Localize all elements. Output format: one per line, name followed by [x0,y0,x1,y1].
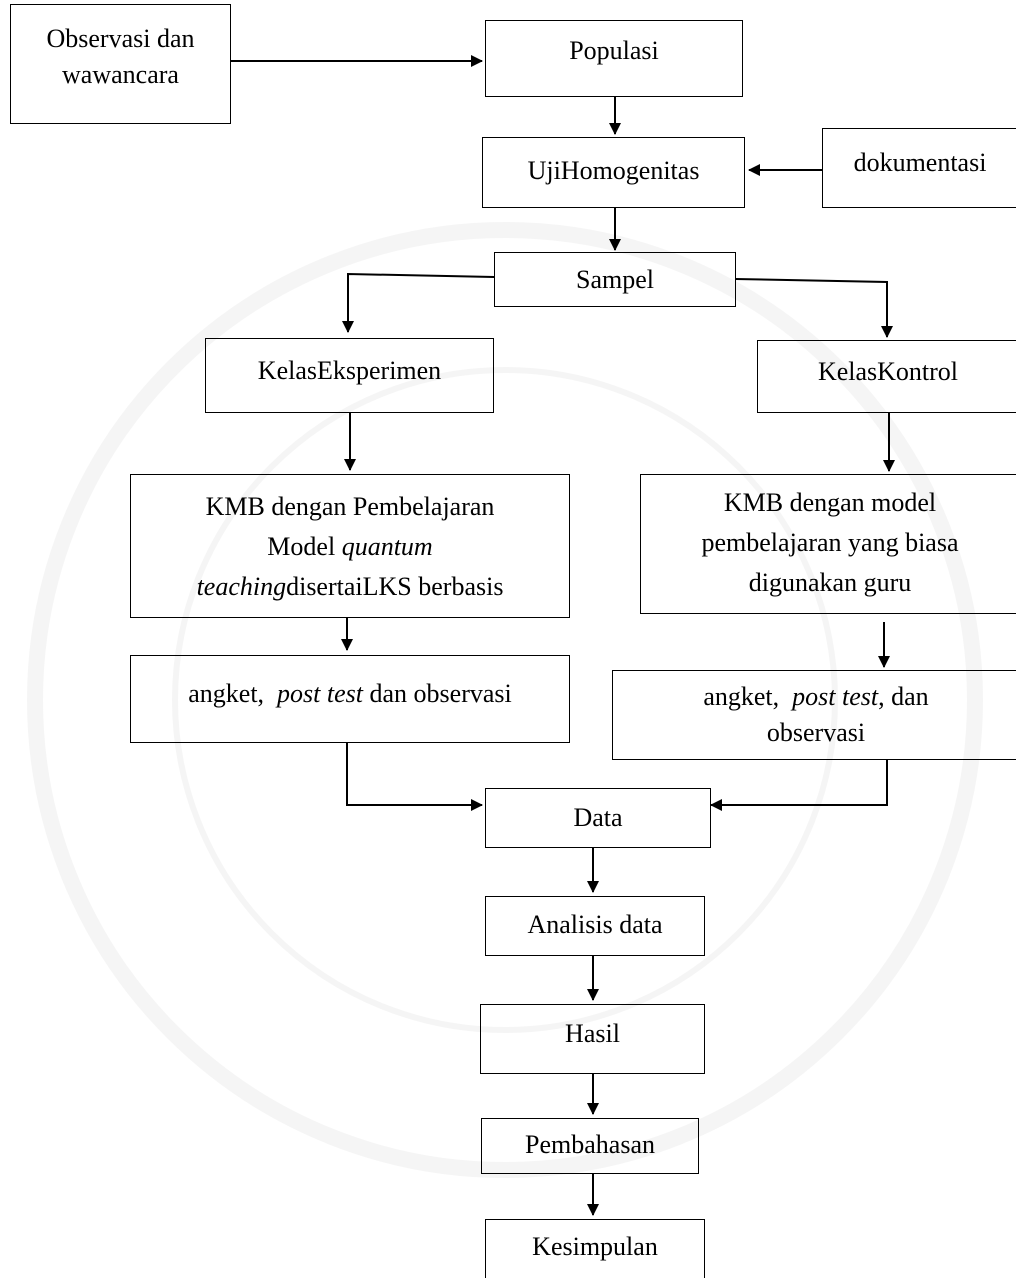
node-label-line: KMB dengan Pembelajaran [205,492,495,521]
node-label: Sampel [576,265,654,294]
node-label: Kesimpulan [532,1232,658,1261]
node-dokumentasi: dokumentasi [822,128,1016,208]
node-label-text: angket, [188,679,278,708]
node-populasi: Populasi [485,20,743,97]
node-label-line: digunakan guru [748,568,912,597]
node-label-text: Model [267,532,342,561]
node-label: KelasEksperimen [257,356,442,385]
node-label-line: observasi [766,718,866,747]
node-label-line: KMB dengan model [723,488,937,517]
node-label-text: angket, [703,682,793,711]
node-label: dokumentasi [853,148,987,177]
node-uji-homogenitas: UjiHomogenitas [482,137,745,208]
node-kesimpulan: Kesimpulan [485,1219,705,1278]
node-label-text: dan observasi [363,679,512,708]
node-label-line: angket, post test dan observasi [131,676,569,712]
node-hasil: Hasil [480,1004,705,1074]
node-label: KelasKontrol [817,357,959,386]
node-label-line: Model quantum [131,527,569,567]
node-label: Pembahasan [525,1130,655,1159]
node-label: UjiHomogenitas [527,156,700,185]
node-label: Data [573,803,623,832]
node-analisis-data: Analisis data [485,896,705,956]
arrow-sampel-eksperimen [342,272,495,333]
node-kelas-eksperimen: KelasEksperimen [205,338,494,413]
node-label-text: disertaiLKS berbasis [286,572,504,601]
node-sampel: Sampel [494,252,736,307]
arrow-evaluasi-kontrol-data [710,760,888,811]
node-label-line: pembelajaran yang biasa [701,528,959,557]
node-label-line: Observasi dan [46,24,195,53]
node-label-line: wawancara [62,60,179,89]
node-label: Analisis data [527,910,663,939]
node-data: Data [485,788,711,848]
arrow-evaluasi-eks-data [346,742,483,811]
node-label-text: , dan [878,682,929,711]
arrow-sampel-kontrol [734,278,893,338]
node-evaluasi-eksperimen: angket, post test dan observasi [130,655,570,743]
node-observasi-wawancara: Observasi dan wawancara [10,4,231,124]
node-kelas-kontrol: KelasKontrol [757,340,1016,413]
node-label-italic: quantum [341,532,433,561]
node-label-italic: post test [277,679,363,708]
node-kmb-eksperimen: KMB dengan Pembelajaran Model quantum te… [130,474,570,618]
node-label-line: teachingdisertaiLKS berbasis [131,567,569,607]
node-label-italic: post test [792,682,879,711]
node-evaluasi-kontrol: angket, post test, dan observasi [612,670,1016,760]
node-label: Hasil [565,1019,620,1048]
node-label-line: angket, post test, dan [613,679,1016,715]
node-label: Populasi [569,36,659,65]
node-pembahasan: Pembahasan [481,1118,699,1174]
node-kmb-kontrol: KMB dengan model pembelajaran yang biasa… [640,474,1016,614]
node-label-italic: teaching [196,572,287,601]
